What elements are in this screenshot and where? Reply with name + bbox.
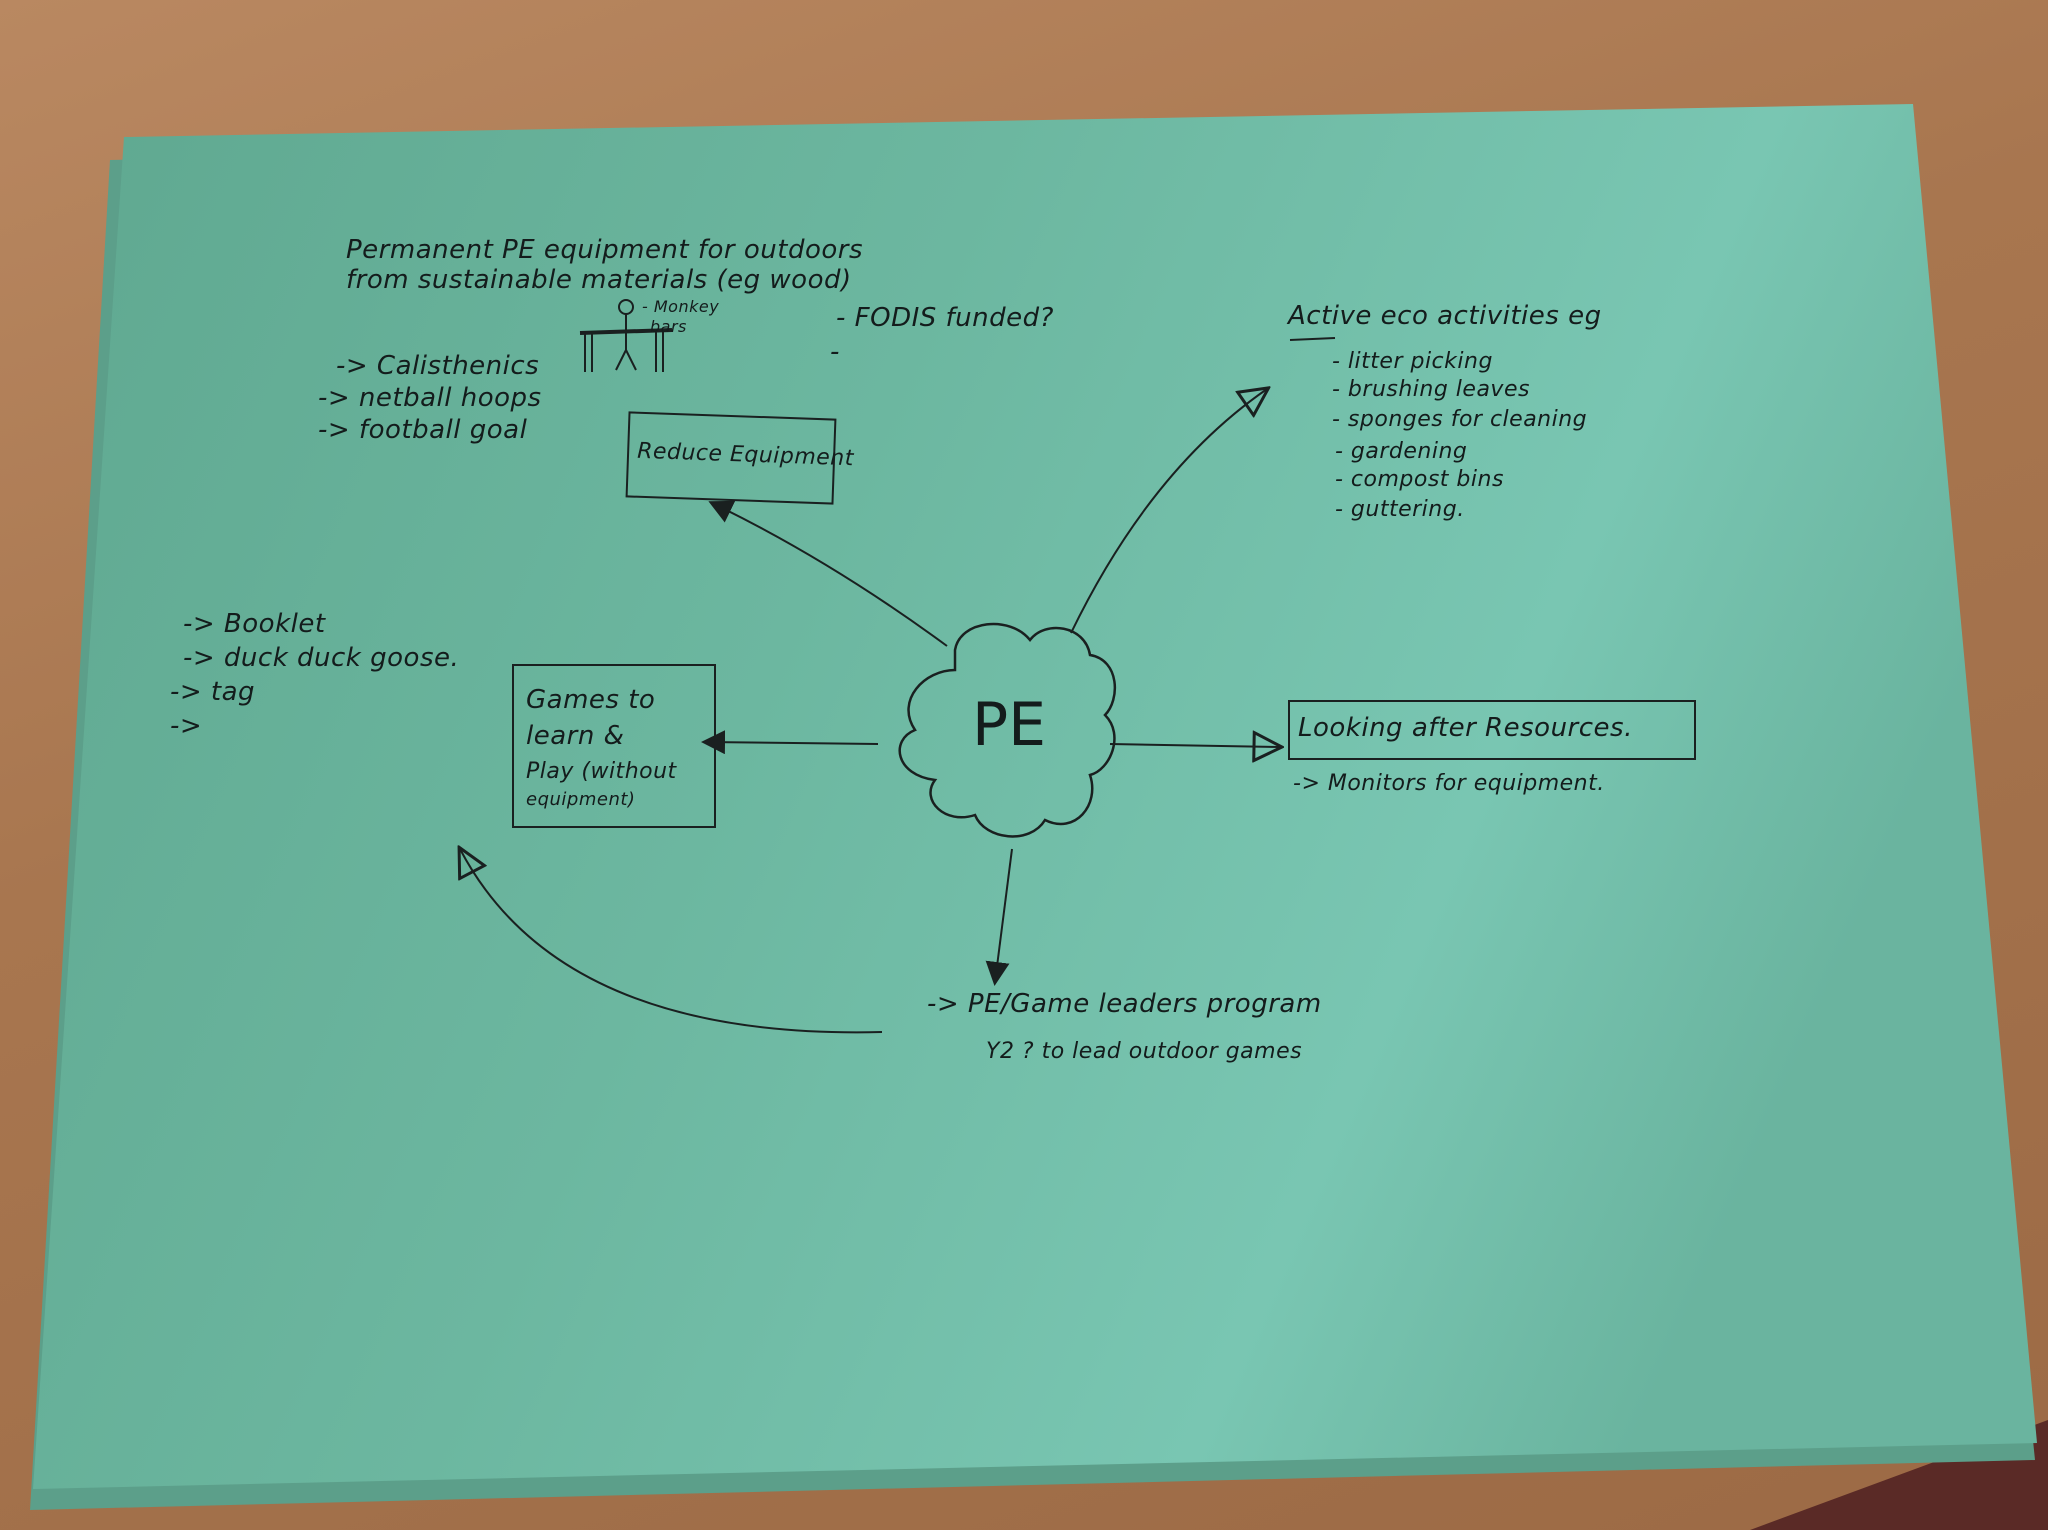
eco-item: - litter picking — [1332, 349, 1493, 374]
games-item-duck: -> duck duck goose. — [183, 643, 460, 673]
equipment-item-football: -> football goal — [318, 415, 528, 445]
sheet-top — [33, 104, 2037, 1489]
reduce-equipment-box: Reduce Equipment — [625, 411, 854, 505]
monkey-bars-sketch — [579, 299, 673, 372]
active-eco-title: Active eco activities eg — [1288, 301, 1602, 331]
equipment-item-calisthenics: -> Calisthenics — [336, 351, 540, 381]
arrow-to-leaders — [985, 848, 1013, 986]
resources-note: -> Monitors for equipment. — [1293, 771, 1605, 796]
games-box-line-2: learn & — [526, 721, 625, 751]
eco-item: - gardening — [1335, 439, 1468, 464]
games-box-line-3: Play (without — [526, 759, 677, 784]
leaders-line-1: -> PE/Game leaders program — [927, 989, 1322, 1019]
leaders-line-2: Y2 ? to lead outdoor games — [986, 1039, 1303, 1064]
equipment-note-line-1: Permanent PE equipment for outdoors — [346, 235, 864, 265]
arrow-to-reduce-equipment — [708, 500, 948, 647]
arrow-to-resources — [1109, 744, 1280, 747]
eco-item: - compost bins — [1335, 467, 1504, 492]
arrow-leaders-to-games — [460, 849, 883, 1034]
eco-item: - sponges for cleaning — [1332, 407, 1588, 432]
games-box: Games to learn & Play (without equipment… — [512, 664, 716, 828]
equipment-item-netball: -> netball hoops — [318, 383, 542, 413]
eco-item: - brushing leaves — [1332, 377, 1530, 402]
monkey-label-1: - Monkey — [642, 297, 720, 316]
games-item-empty: -> — [170, 711, 203, 741]
arrow-to-games — [701, 730, 879, 755]
reduce-equipment-label: Reduce Equipment — [636, 438, 855, 472]
games-box-line-4: equipment) — [526, 789, 636, 810]
resources-label: Looking after Resources. — [1298, 713, 1633, 743]
pe-cloud — [898, 622, 1117, 838]
active-underline — [1289, 337, 1336, 341]
fodis-funded-note: - FODIS funded? — [836, 303, 1054, 333]
arrow-to-active-eco — [1070, 389, 1267, 634]
extra-dash: - — [830, 337, 840, 367]
resources-box: Looking after Resources. — [1288, 700, 1696, 760]
equipment-note-line-2: from sustainable materials (eg wood) — [346, 265, 852, 295]
games-box-line-1: Games to — [526, 685, 656, 715]
eco-item: - guttering. — [1335, 497, 1465, 522]
games-item-booklet: -> Booklet — [183, 609, 326, 639]
games-item-tag: -> tag — [170, 677, 256, 707]
pe-center-label: PE — [972, 690, 1047, 760]
monkey-label-2: bars — [650, 317, 687, 336]
